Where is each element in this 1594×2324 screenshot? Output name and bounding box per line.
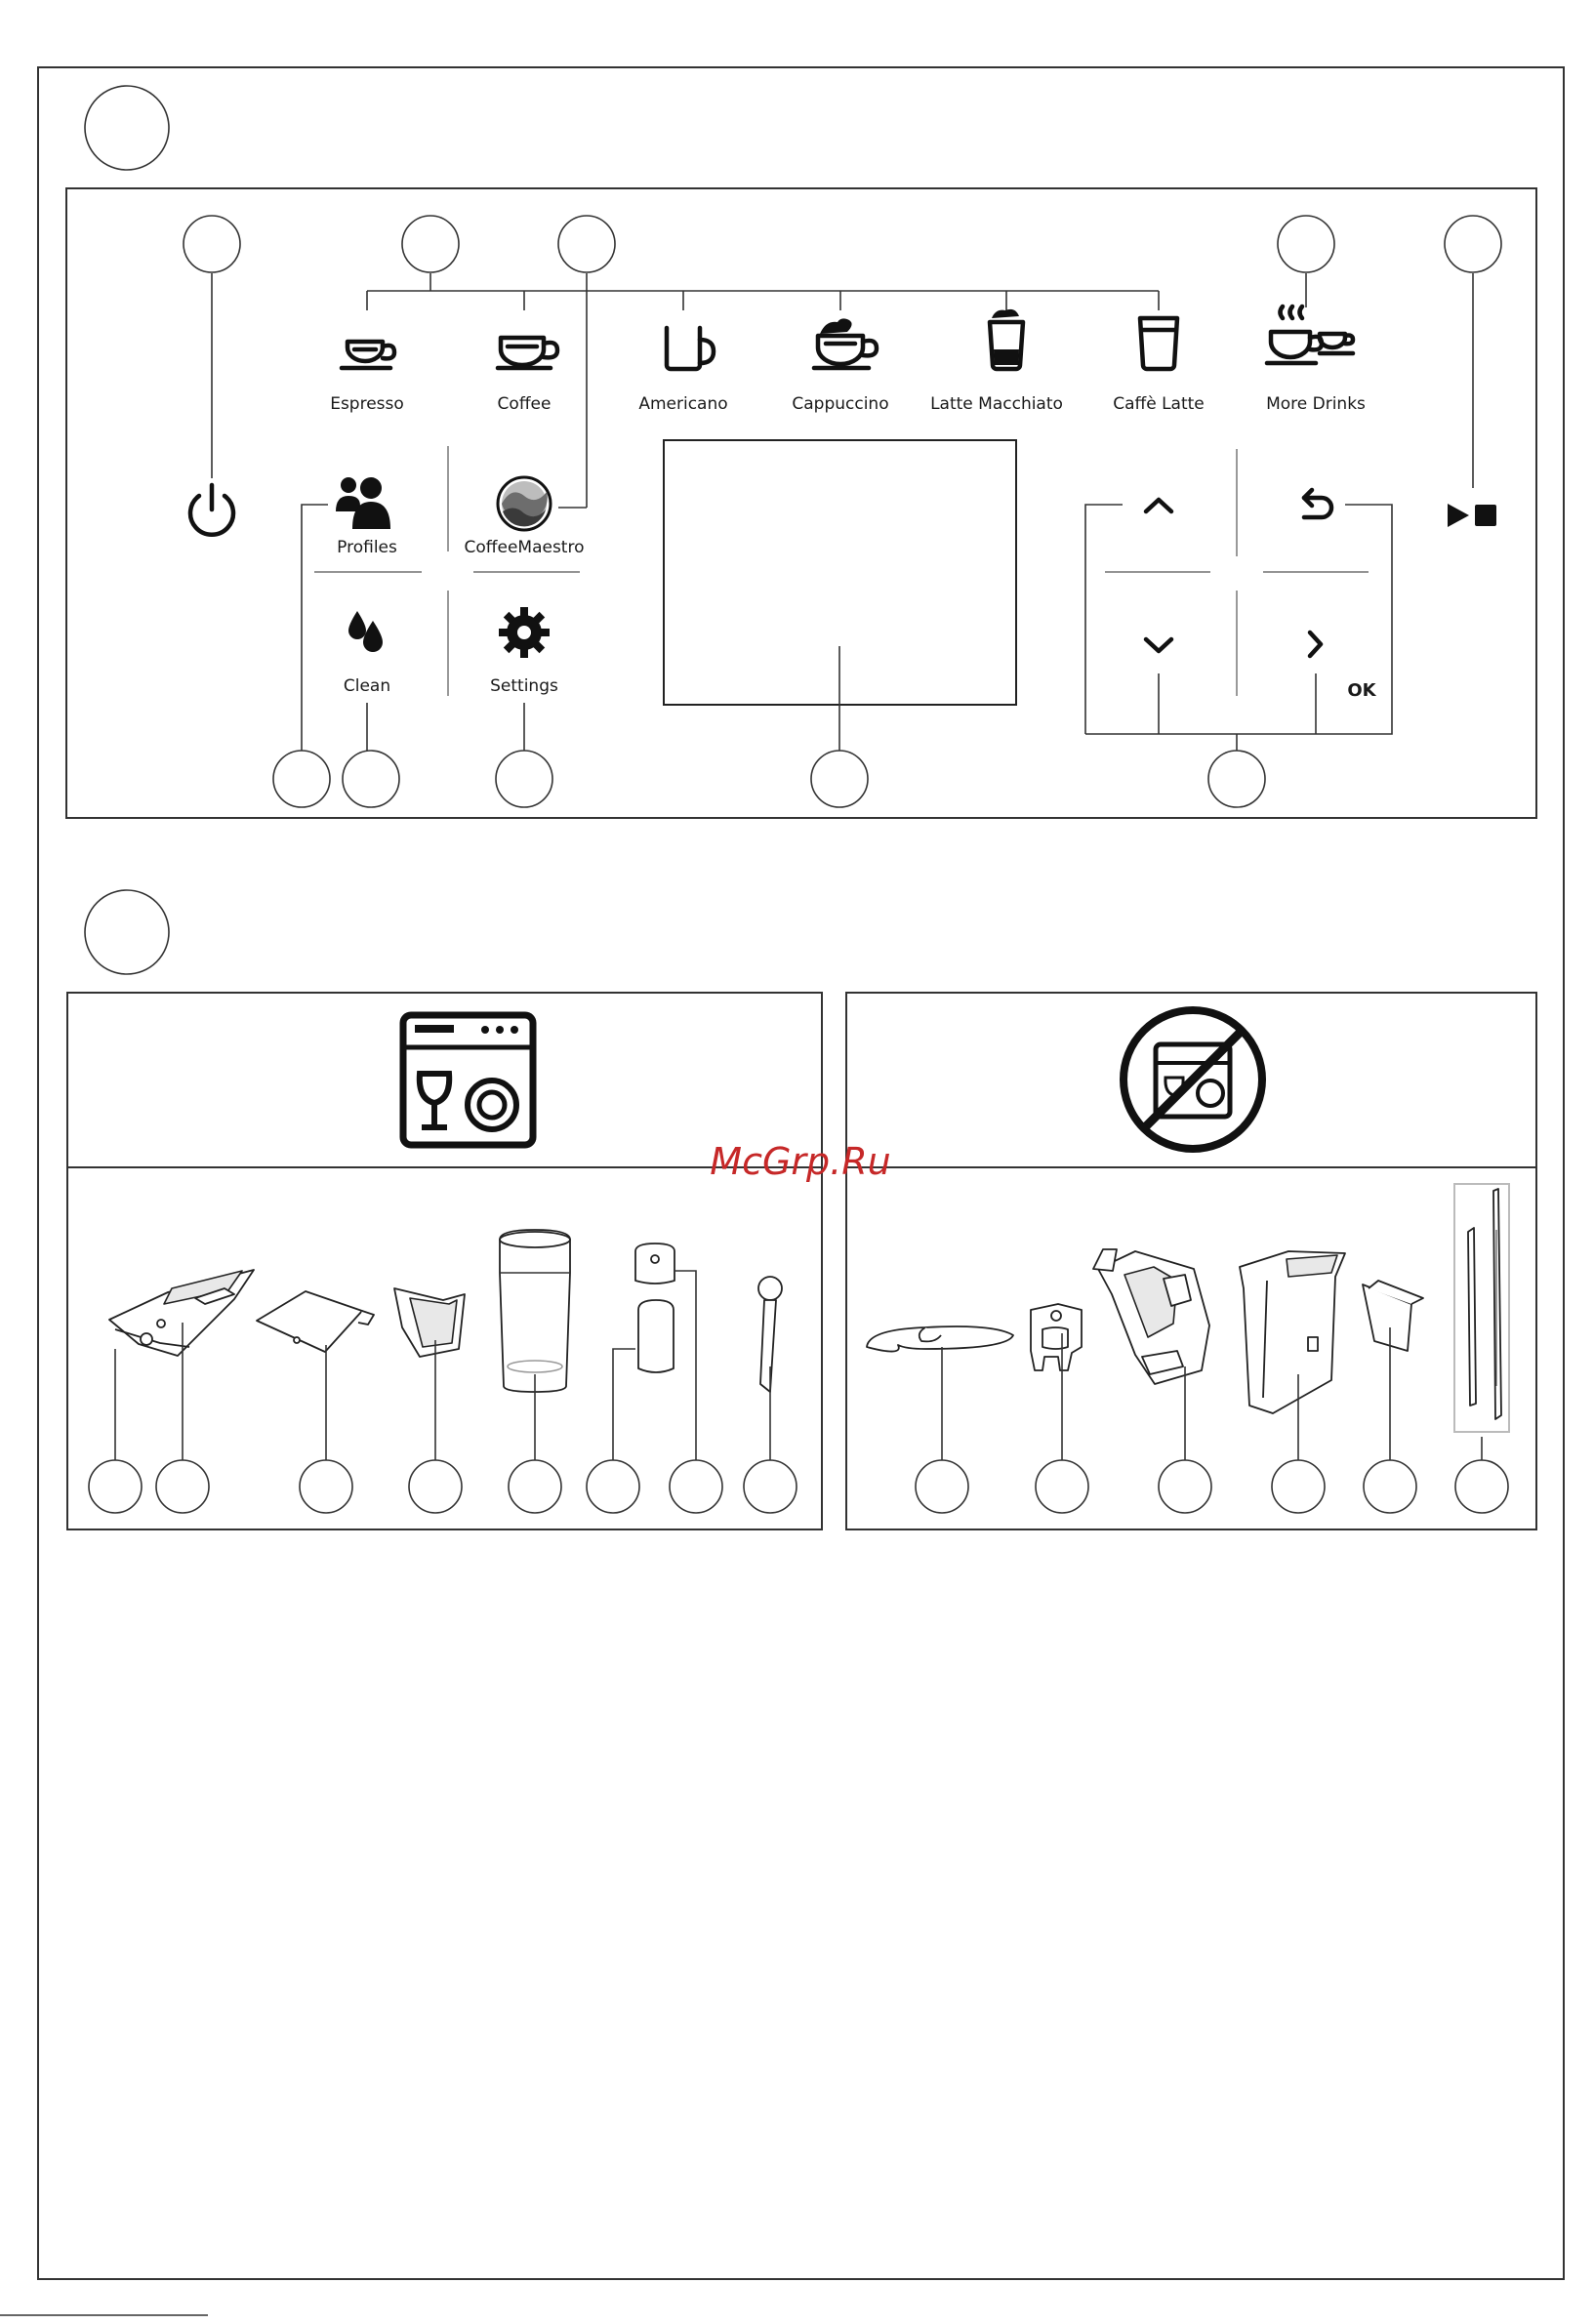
callout-more-drinks bbox=[1278, 216, 1334, 272]
section-a-callout bbox=[85, 86, 169, 170]
americano-mug-icon bbox=[667, 328, 714, 369]
part-drip-tray-assembly bbox=[109, 1270, 254, 1356]
part-brew-group bbox=[1093, 1249, 1209, 1384]
callout-power bbox=[184, 216, 240, 272]
part-water-filter bbox=[1363, 1281, 1423, 1351]
part-coffee-spout bbox=[1031, 1304, 1082, 1370]
gear-icon bbox=[499, 607, 550, 658]
power-icon bbox=[190, 485, 233, 535]
drink-label: Caffè Latte bbox=[1113, 394, 1205, 414]
drink-caffe-latte-button[interactable]: Caffè Latte bbox=[1113, 318, 1205, 414]
callout-drinks-b bbox=[558, 216, 615, 272]
drink-label: Latte Macchiato bbox=[930, 394, 1063, 414]
coffee-cup-icon bbox=[498, 338, 557, 368]
coffeemaestro-button[interactable]: CoffeeMaestro bbox=[465, 477, 585, 557]
nav-down-button[interactable] bbox=[1146, 639, 1171, 651]
more-drinks-cups-icon bbox=[1267, 306, 1353, 363]
start-stop-icon bbox=[1448, 504, 1496, 527]
drink-label: Cappuccino bbox=[792, 394, 888, 414]
settings-button[interactable]: Settings bbox=[490, 607, 558, 696]
profiles-icon bbox=[336, 477, 390, 529]
drink-americano-button[interactable]: Americano bbox=[638, 328, 727, 414]
chevron-down-icon bbox=[1146, 639, 1171, 651]
part-cleaning-brushes bbox=[1454, 1184, 1509, 1432]
profiles-button[interactable]: Profiles bbox=[336, 477, 397, 557]
nav-pad bbox=[1085, 449, 1392, 752]
coffeemaestro-label: CoffeeMaestro bbox=[465, 538, 585, 557]
panel-top-callouts bbox=[184, 216, 1501, 272]
coffeemaestro-dial-icon bbox=[498, 477, 551, 530]
callout-settings bbox=[496, 751, 552, 807]
latte-macchiato-glass-icon bbox=[990, 309, 1023, 369]
chevron-up-icon bbox=[1146, 500, 1171, 511]
callout-clean bbox=[343, 751, 399, 807]
part-milk-jug bbox=[500, 1230, 570, 1392]
not-dishwasher-safe-box bbox=[846, 993, 1536, 1529]
profiles-label: Profiles bbox=[337, 538, 397, 557]
drink-latte-macchiato-button[interactable]: Latte Macchiato bbox=[930, 309, 1063, 414]
no-dishwasher-icon bbox=[1124, 1010, 1262, 1149]
left-parts-callouts bbox=[89, 1460, 797, 1513]
panel-bottom-callouts bbox=[273, 751, 1265, 807]
ok-label: OK bbox=[1347, 680, 1376, 701]
drink-coffee-button[interactable]: Coffee bbox=[498, 338, 557, 414]
caffe-latte-glass-icon bbox=[1140, 318, 1177, 369]
part-water-tank bbox=[1240, 1251, 1345, 1413]
chevron-right-icon bbox=[1310, 632, 1321, 656]
nav-ok-button[interactable]: OK bbox=[1310, 632, 1377, 701]
callout-display bbox=[811, 751, 868, 807]
drink-more-drinks-button[interactable]: More Drinks bbox=[1266, 306, 1366, 414]
clean-label: Clean bbox=[344, 676, 390, 696]
drink-label: Espresso bbox=[330, 394, 404, 414]
nav-back-button[interactable] bbox=[1304, 490, 1331, 517]
part-milk-frother bbox=[635, 1244, 674, 1372]
power-button[interactable] bbox=[190, 485, 233, 535]
back-arrow-icon bbox=[1304, 490, 1331, 517]
callout-drinks-a bbox=[402, 216, 459, 272]
drink-espresso-button[interactable]: Espresso bbox=[330, 342, 404, 414]
settings-label: Settings bbox=[490, 676, 558, 696]
right-parts-callouts bbox=[916, 1460, 1508, 1513]
section-b-callout bbox=[85, 890, 169, 974]
cappuccino-cup-icon bbox=[814, 318, 877, 368]
dishwasher-icon bbox=[403, 1015, 533, 1145]
drink-label: Americano bbox=[638, 394, 727, 414]
watermark: McGrp.Ru bbox=[710, 1140, 890, 1183]
drink-label: More Drinks bbox=[1266, 394, 1366, 414]
callout-profiles bbox=[273, 751, 330, 807]
part-coffee-grounds-container bbox=[394, 1288, 465, 1357]
part-drip-tray-cover bbox=[257, 1291, 374, 1352]
drink-label: Coffee bbox=[498, 394, 552, 414]
callout-nav bbox=[1208, 751, 1265, 807]
clean-button[interactable]: Clean bbox=[344, 611, 390, 696]
water-drops-icon bbox=[348, 611, 383, 652]
drink-cappuccino-button[interactable]: Cappuccino bbox=[792, 318, 888, 414]
callout-start-stop bbox=[1445, 216, 1501, 272]
nav-up-button[interactable] bbox=[1146, 500, 1171, 511]
start-stop-button[interactable] bbox=[1448, 504, 1496, 527]
part-drip-tray-plate bbox=[867, 1326, 1013, 1352]
espresso-cup-icon bbox=[342, 342, 394, 368]
